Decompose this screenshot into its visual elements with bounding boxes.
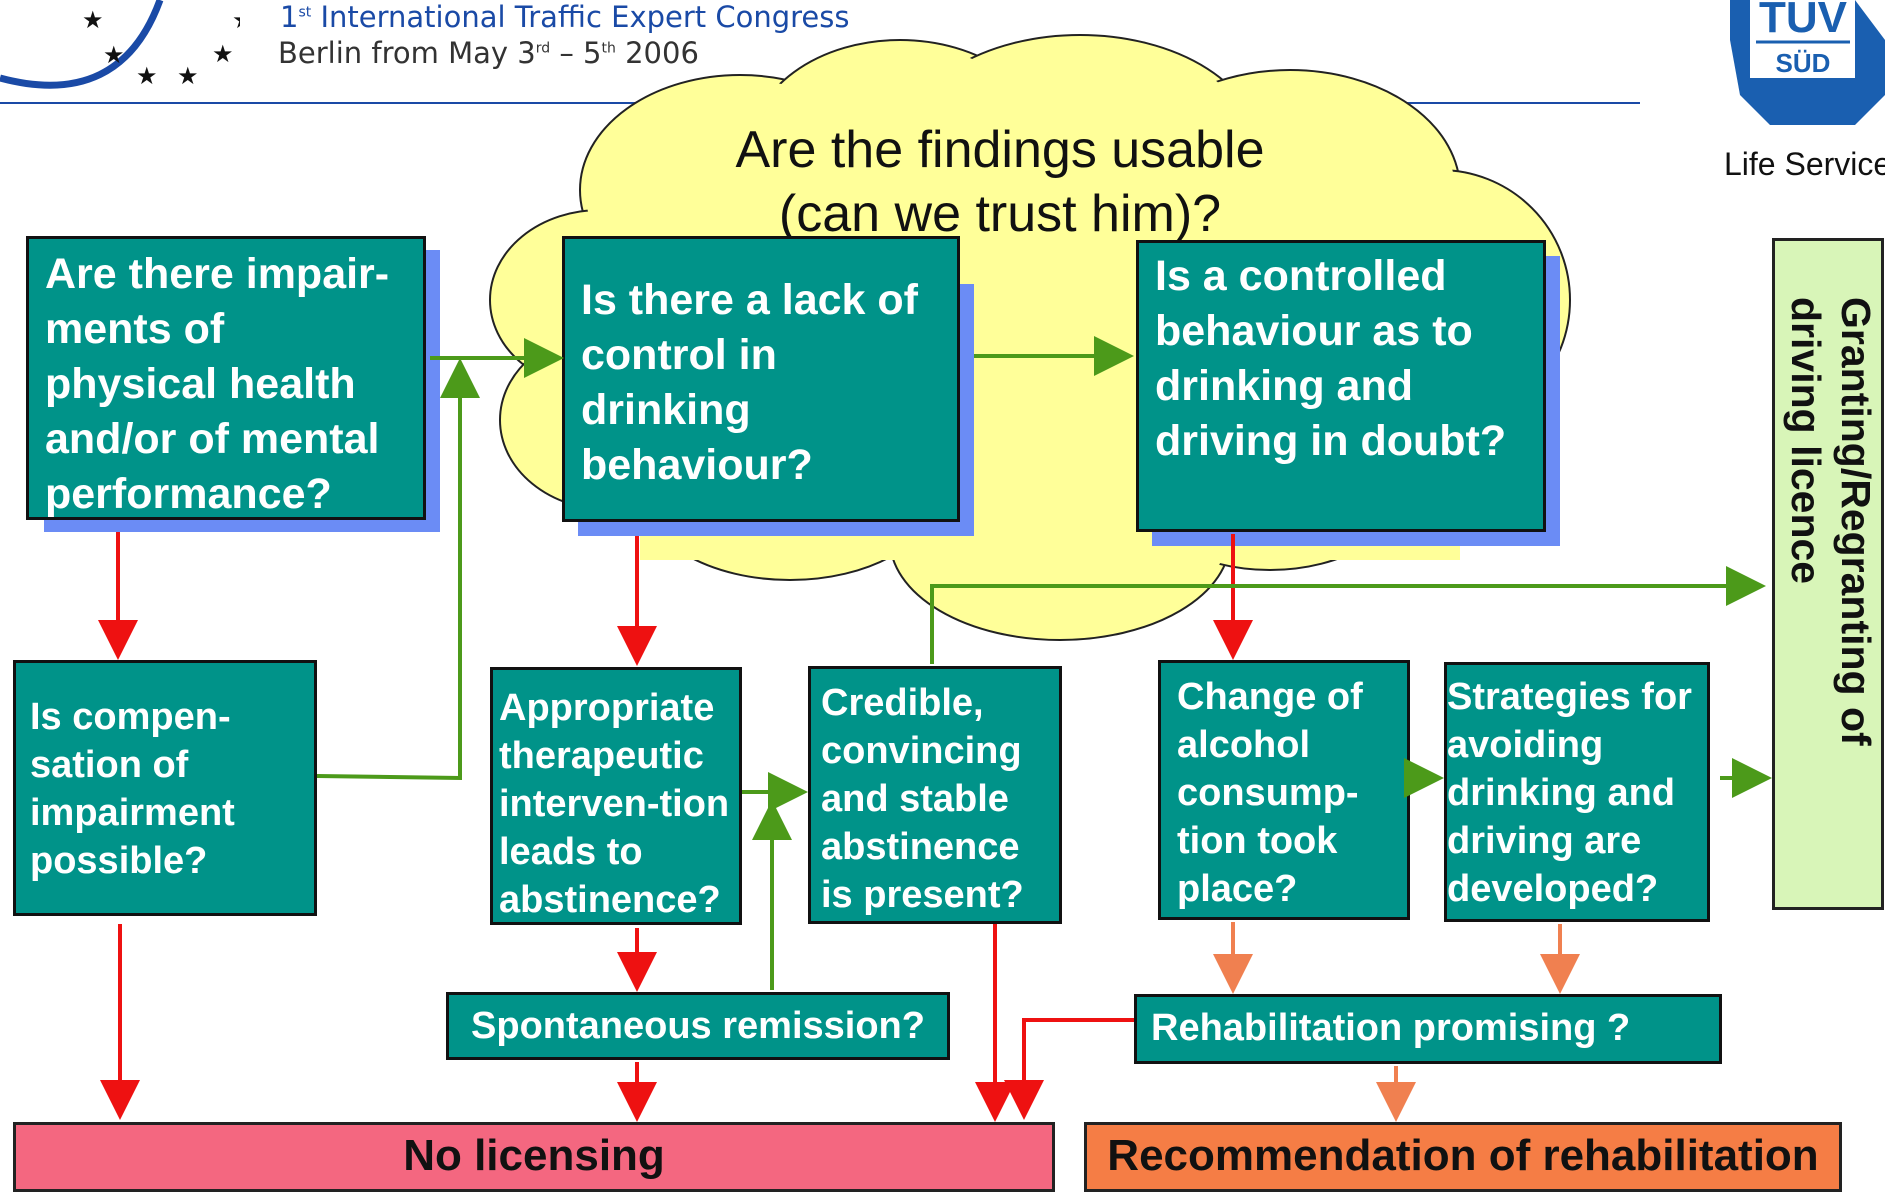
cloud-line-2: (can we trust him)? (778, 185, 1222, 243)
cloud-line-1: Are the findings usable (735, 121, 1265, 179)
star-icon: ★ (232, 6, 240, 34)
logo-tagline: Life Service (1724, 146, 1885, 182)
box-credible: Credible, convincing and stable abstinen… (808, 666, 1062, 924)
box-impairments: Are there impair-ments of physical healt… (26, 236, 426, 520)
outcome-rehab-recommendation: Recommendation of rehabilitation (1084, 1122, 1842, 1192)
eu-stars-logo: ★ ★ ★ ★ ★ ★ (0, 0, 240, 90)
box-strategies: Strategies for avoiding drinking and dri… (1444, 662, 1710, 922)
granting-licence-label: Granting/Regranting of driving licence (1783, 297, 1879, 746)
outcome-no-licensing: No licensing (13, 1122, 1055, 1192)
star-icon: ★ (177, 62, 199, 90)
logo-arc (0, 0, 164, 89)
box-rehab-promising: Rehabilitation promising ? (1134, 994, 1722, 1064)
star-icon: ★ (212, 40, 234, 68)
congress-title: 1st International Traffic Expert Congres… (280, 0, 850, 34)
box-lack-control: Is there a lack of control in drinking b… (562, 236, 960, 522)
star-icon: ★ (82, 6, 104, 34)
cloud-question: Are the findings usable (can we trust hi… (640, 118, 1360, 246)
box-change-alcohol: Change of alcohol consump-tion took plac… (1158, 660, 1410, 920)
star-icon: ★ (136, 62, 158, 90)
granting-licence-box: Granting/Regranting of driving licence (1772, 238, 1884, 910)
box-therapeutic: Appropriate therapeutic interven-tion le… (490, 667, 742, 925)
tuv-sud-logo: TÜV SÜD (1730, 0, 1885, 125)
star-icon: ★ (103, 41, 125, 69)
tuv-brand-bottom: SÜD (1776, 48, 1831, 78)
tuv-brand-top: TÜV (1759, 0, 1848, 42)
box-compensation: Is compen-sation of impairment possible? (13, 660, 317, 916)
congress-date: Berlin from May 3rd – 5th 2006 (278, 36, 699, 70)
box-spontaneous-remission: Spontaneous remission? (446, 992, 950, 1060)
box-controlled-behaviour: Is a controlled behaviour as to drinking… (1136, 240, 1546, 532)
